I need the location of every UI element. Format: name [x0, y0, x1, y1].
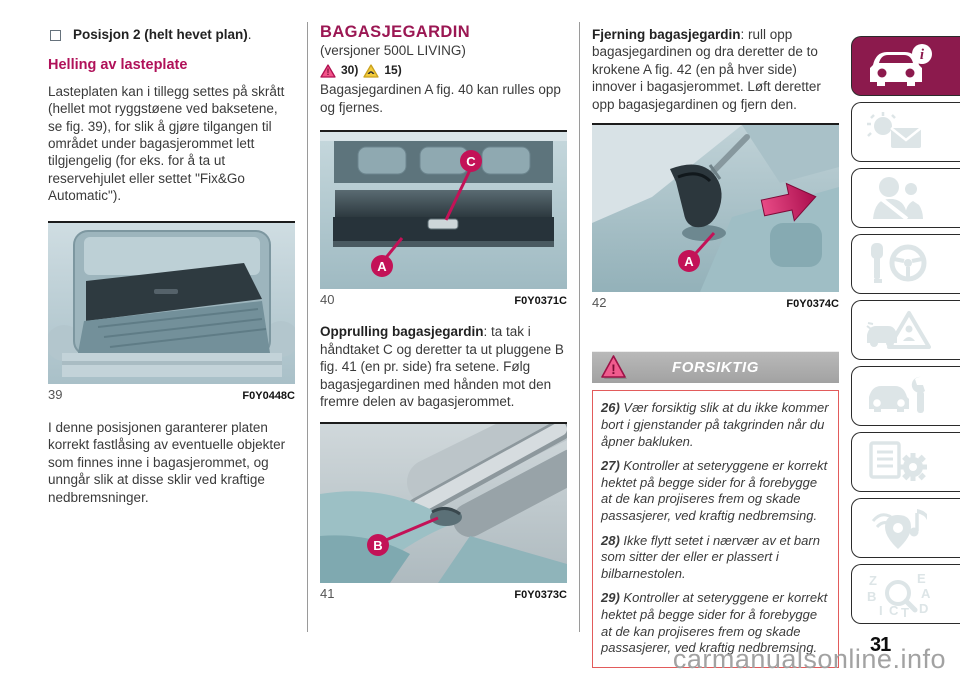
car-emergency-triangle-icon — [866, 311, 931, 349]
index-letter: C — [889, 603, 899, 617]
figure-caption: 39 F0Y0448C — [48, 384, 295, 405]
section-subtitle: (versjoner 500L LIVING) — [320, 43, 466, 59]
figure-code: F0Y0374C — [786, 298, 839, 311]
figure-number: 39 — [48, 386, 63, 402]
figure-caption: 42 F0Y0374C — [592, 292, 839, 313]
index-search-icon: Z E B A I C T D — [867, 571, 931, 617]
figure-caption: 40 F0Y0371C — [320, 289, 567, 310]
callout-label-c: C — [466, 154, 476, 169]
sidebar-tab-safety[interactable] — [851, 168, 960, 228]
sidebar-tab-starting-driving[interactable] — [851, 234, 960, 294]
figure-number: 41 — [320, 586, 335, 602]
key-steering-wheel-icon — [871, 243, 927, 283]
list-item-label: Posisjon 2 (helt hevet plan). — [73, 27, 252, 42]
callout-label-a: A — [684, 254, 694, 269]
index-letter: E — [917, 571, 926, 586]
list-item-position-2: Posisjon 2 (helt hevet plan). — [48, 26, 295, 43]
figure-41-image: B — [320, 422, 567, 584]
warning-references: ! 30) 15) — [320, 62, 567, 79]
figure-40-image: C A — [320, 130, 567, 290]
column-2: BAGASJEGARDIN (versjoner 500L LIVING) ! … — [320, 22, 567, 605]
multimedia-icon — [871, 509, 927, 549]
sidebar-tab-multimedia[interactable] — [851, 498, 960, 558]
section-subheading: Helling av lasteplate — [48, 57, 188, 74]
figure-39-image — [48, 220, 295, 384]
figure-number: 42 — [592, 295, 607, 311]
index-letter: Z — [869, 573, 877, 588]
caution-triangle-icon — [363, 63, 379, 78]
paragraph: Fjerning bagasjegardin: rull opp bagasje… — [592, 27, 821, 112]
warnings-box: 26) Vær forsiktig slik at du ikke kommer… — [592, 390, 839, 668]
callout-label-a: A — [377, 259, 387, 274]
sidebar-tab-technical-data[interactable] — [851, 432, 960, 492]
section-tab-sidebar: i — [851, 36, 960, 630]
warning-triangle-icon: ! — [601, 355, 627, 380]
section-title: BAGASJEGARDIN — [320, 23, 471, 41]
sidebar-tab-getting-to-know-car[interactable]: i — [851, 36, 960, 96]
figure-number: 40 — [320, 292, 335, 308]
caution-banner: ! FORSIKTIG — [592, 351, 839, 384]
svg-text:!: ! — [327, 67, 330, 77]
callout-label-b: B — [373, 538, 382, 553]
figure-code: F0Y0448C — [242, 389, 295, 402]
figure-code: F0Y0373C — [514, 589, 567, 602]
index-letter: D — [919, 601, 928, 616]
column-divider — [307, 22, 308, 632]
warning-item: 26) Vær forsiktig slik at du ikke kommer… — [601, 400, 829, 449]
paragraph: Bagasjegardinen A fig. 40 kan rulles opp… — [320, 82, 561, 115]
figure-39: 39 F0Y0448C — [48, 220, 295, 405]
car-wrench-icon — [869, 376, 925, 413]
warning-lights-messages-icon — [867, 112, 922, 148]
warning-item: 28) Ikke flytt setet i nærvær av et barn… — [601, 532, 820, 581]
run-in-heading: Opprulling bagasjegardin — [320, 324, 484, 340]
watermark-text: carmanualsonline.info — [672, 644, 946, 674]
index-letter: T — [901, 605, 909, 617]
index-letter: B — [867, 589, 876, 604]
sidebar-tab-emergency[interactable] — [851, 300, 960, 360]
paragraph: Lasteplaten kan i tillegg settes på skrå… — [48, 83, 285, 204]
checkbox-icon — [50, 30, 61, 41]
sidebar-tab-maintenance[interactable] — [851, 366, 960, 426]
column-divider — [579, 22, 580, 632]
warning-ref-label: 30) — [341, 62, 359, 77]
safety-seatbelt-icon — [873, 177, 923, 221]
column-1: Posisjon 2 (helt hevet plan). Helling av… — [48, 22, 295, 514]
page-number: 31 — [870, 634, 891, 656]
figure-42: A 42 F0Y0374C — [592, 123, 839, 313]
run-in-heading: Fjerning bagasjegardin — [592, 27, 741, 42]
warning-item: 29) Kontroller at seteryggene er korrekt… — [601, 590, 828, 656]
figure-caption: 41 F0Y0373C — [320, 583, 567, 604]
figure-41: B 41 F0Y0373C — [320, 422, 567, 604]
list-gear-icon — [869, 441, 927, 481]
danger-triangle-icon: ! — [320, 63, 336, 78]
sidebar-tab-warning-lights-messages[interactable] — [851, 102, 960, 162]
caution-title: FORSIKTIG — [671, 359, 760, 377]
warning-ref-label: 15) — [384, 62, 402, 77]
figure-code: F0Y0371C — [514, 295, 567, 308]
info-glyph: i — [920, 47, 925, 63]
sidebar-tab-index[interactable]: Z E B A I C T D — [851, 564, 960, 624]
index-letter: A — [921, 586, 931, 601]
car-info-icon: i — [870, 44, 932, 86]
paragraph: Opprulling bagasjegardin: ta tak i håndt… — [320, 324, 564, 410]
index-letter: I — [879, 603, 883, 617]
warning-item: 27) Kontroller at seteryggene er korrekt… — [601, 458, 828, 523]
figure-40: C A 40 F0Y0371C — [320, 130, 567, 310]
paragraph: I denne posisjonen garanterer platen kor… — [48, 420, 286, 505]
svg-text:!: ! — [611, 361, 616, 377]
figure-42-image: A — [592, 123, 839, 293]
column-3: Fjerning bagasjegardin: rull opp bagasje… — [592, 22, 839, 668]
